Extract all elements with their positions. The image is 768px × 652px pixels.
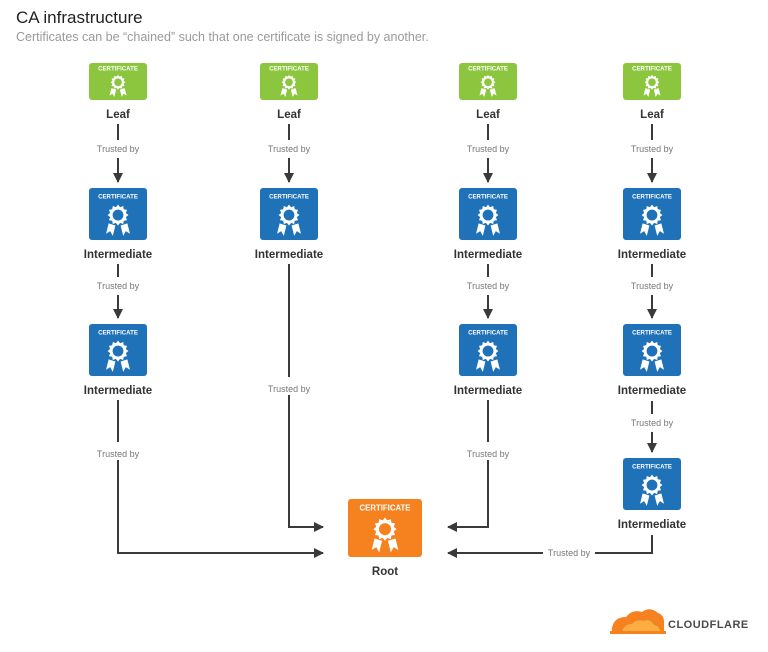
certificate-text: CERTIFICATE [468, 65, 508, 72]
certificate-seal-icon [640, 340, 664, 372]
intermediate-label: Intermediate [454, 385, 522, 397]
root-label: Root [372, 566, 398, 578]
certificate-seal-icon [106, 204, 130, 236]
intermediate-certificate: CERTIFICATE Intermediate [618, 324, 686, 397]
trusted-by-connector: Trusted by [631, 401, 674, 453]
intermediate-label: Intermediate [618, 249, 686, 261]
certificate-text: CERTIFICATE [632, 65, 672, 72]
leaf-certificate: CERTIFICATE Leaf [623, 63, 681, 121]
trusted-by-connector: Trusted by [447, 400, 510, 532]
certificate-text: CERTIFICATE [98, 65, 138, 72]
leaf-label: Leaf [640, 109, 664, 121]
intermediate-certificate: CERTIFICATE Intermediate [84, 324, 152, 397]
certificate-text: CERTIFICATE [269, 65, 309, 72]
intermediate-certificate: CERTIFICATE Intermediate [454, 188, 522, 261]
certificate-seal-icon [640, 474, 664, 506]
trusted-by-connector: Trusted by [631, 124, 674, 183]
trusted-by-label: Trusted by [268, 384, 311, 394]
certificate-text: CERTIFICATE [269, 193, 309, 200]
intermediate-certificate: CERTIFICATE Intermediate [618, 458, 686, 531]
leaf-certificate: CERTIFICATE Leaf [89, 63, 147, 121]
certificate-seal-icon [476, 204, 500, 236]
trusted-by-connector: Trusted by [97, 124, 140, 183]
certificate-text: CERTIFICATE [632, 193, 672, 200]
trusted-by-label: Trusted by [467, 449, 510, 459]
certificate-seal-icon [109, 74, 127, 98]
certificate-seal-icon [643, 74, 661, 98]
certificate-text: CERTIFICATE [632, 463, 672, 470]
root-certificate: CERTIFICATE Root [348, 499, 422, 578]
trusted-by-connector: Trusted by [97, 400, 324, 558]
nodes-layer: CERTIFICATELeafCERTIFICATELeafCERTIFICAT… [84, 63, 686, 578]
cloudflare-wordmark: CLOUDFLARE [668, 619, 749, 631]
intermediate-certificate: CERTIFICATE Intermediate [618, 188, 686, 261]
trusted-by-connector: Trusted by [467, 124, 510, 183]
trusted-by-label: Trusted by [631, 281, 674, 291]
cloudflare-logo: CLOUDFLARE [610, 609, 749, 634]
trusted-by-label: Trusted by [97, 281, 140, 291]
certificate-seal-icon [280, 74, 298, 98]
trusted-by-connector: Trusted by [97, 264, 140, 319]
trusted-by-connector: Trusted by [447, 535, 653, 558]
trusted-by-connector: Trusted by [268, 124, 311, 183]
intermediate-label: Intermediate [618, 385, 686, 397]
intermediate-certificate: CERTIFICATE Intermediate [84, 188, 152, 261]
trusted-by-connector: Trusted by [268, 264, 324, 532]
trusted-by-label: Trusted by [268, 144, 311, 154]
intermediate-label: Intermediate [618, 519, 686, 531]
intermediate-label: Intermediate [84, 249, 152, 261]
leaf-label: Leaf [106, 109, 130, 121]
edges-layer: Trusted by Trusted by Trusted by Trusted by… [97, 124, 674, 558]
certificate-seal-icon [476, 340, 500, 372]
intermediate-label: Intermediate [255, 249, 323, 261]
certificate-text: CERTIFICATE [98, 193, 138, 200]
certificate-seal-icon [277, 204, 301, 236]
certificate-seal-icon [106, 340, 130, 372]
certificate-text: CERTIFICATE [468, 329, 508, 336]
certificate-seal-icon [371, 517, 399, 553]
certificate-text: CERTIFICATE [360, 504, 411, 513]
certificate-seal-icon [479, 74, 497, 98]
certificate-text: CERTIFICATE [98, 329, 138, 336]
trusted-by-label: Trusted by [467, 281, 510, 291]
page-title: CA infrastructure [16, 8, 143, 27]
intermediate-certificate: CERTIFICATE Intermediate [255, 188, 323, 261]
leaf-label: Leaf [277, 109, 301, 121]
leaf-certificate: CERTIFICATE Leaf [260, 63, 318, 121]
trusted-by-connector: Trusted by [631, 264, 674, 319]
leaf-certificate: CERTIFICATE Leaf [459, 63, 517, 121]
intermediate-certificate: CERTIFICATE Intermediate [454, 324, 522, 397]
intermediate-label: Intermediate [84, 385, 152, 397]
trusted-by-label: Trusted by [631, 418, 674, 428]
certificate-seal-icon [640, 204, 664, 236]
certificate-text: CERTIFICATE [632, 329, 672, 336]
trusted-by-label: Trusted by [631, 144, 674, 154]
intermediate-label: Intermediate [454, 249, 522, 261]
leaf-label: Leaf [476, 109, 500, 121]
trusted-by-label: Trusted by [467, 144, 510, 154]
trusted-by-label: Trusted by [548, 548, 591, 558]
trusted-by-label: Trusted by [97, 449, 140, 459]
certificate-text: CERTIFICATE [468, 193, 508, 200]
trusted-by-connector: Trusted by [467, 264, 510, 319]
trusted-by-label: Trusted by [97, 144, 140, 154]
page-subtitle: Certificates can be “chained” such that … [16, 30, 429, 44]
